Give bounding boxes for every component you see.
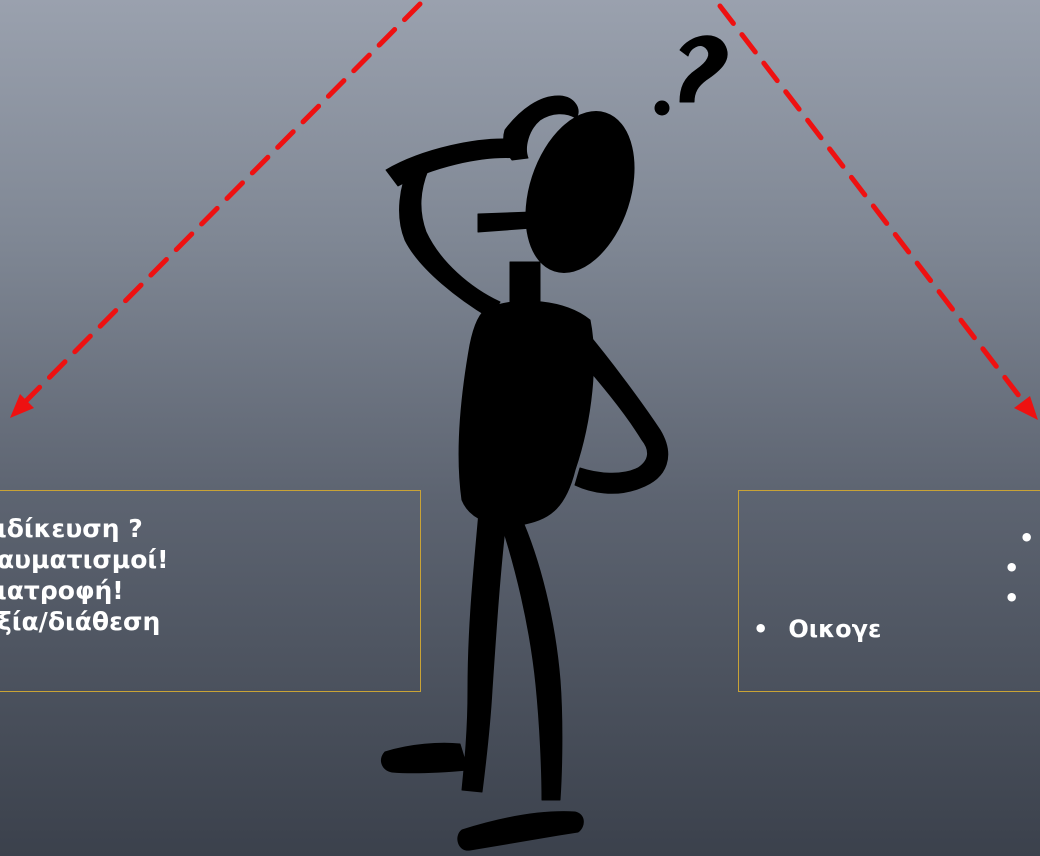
thinking-person-icon: [0, 0, 1040, 856]
slide: ιδίκευση ? αυματισμοί! ιατροφή! ξία/διάθ…: [0, 0, 1040, 856]
